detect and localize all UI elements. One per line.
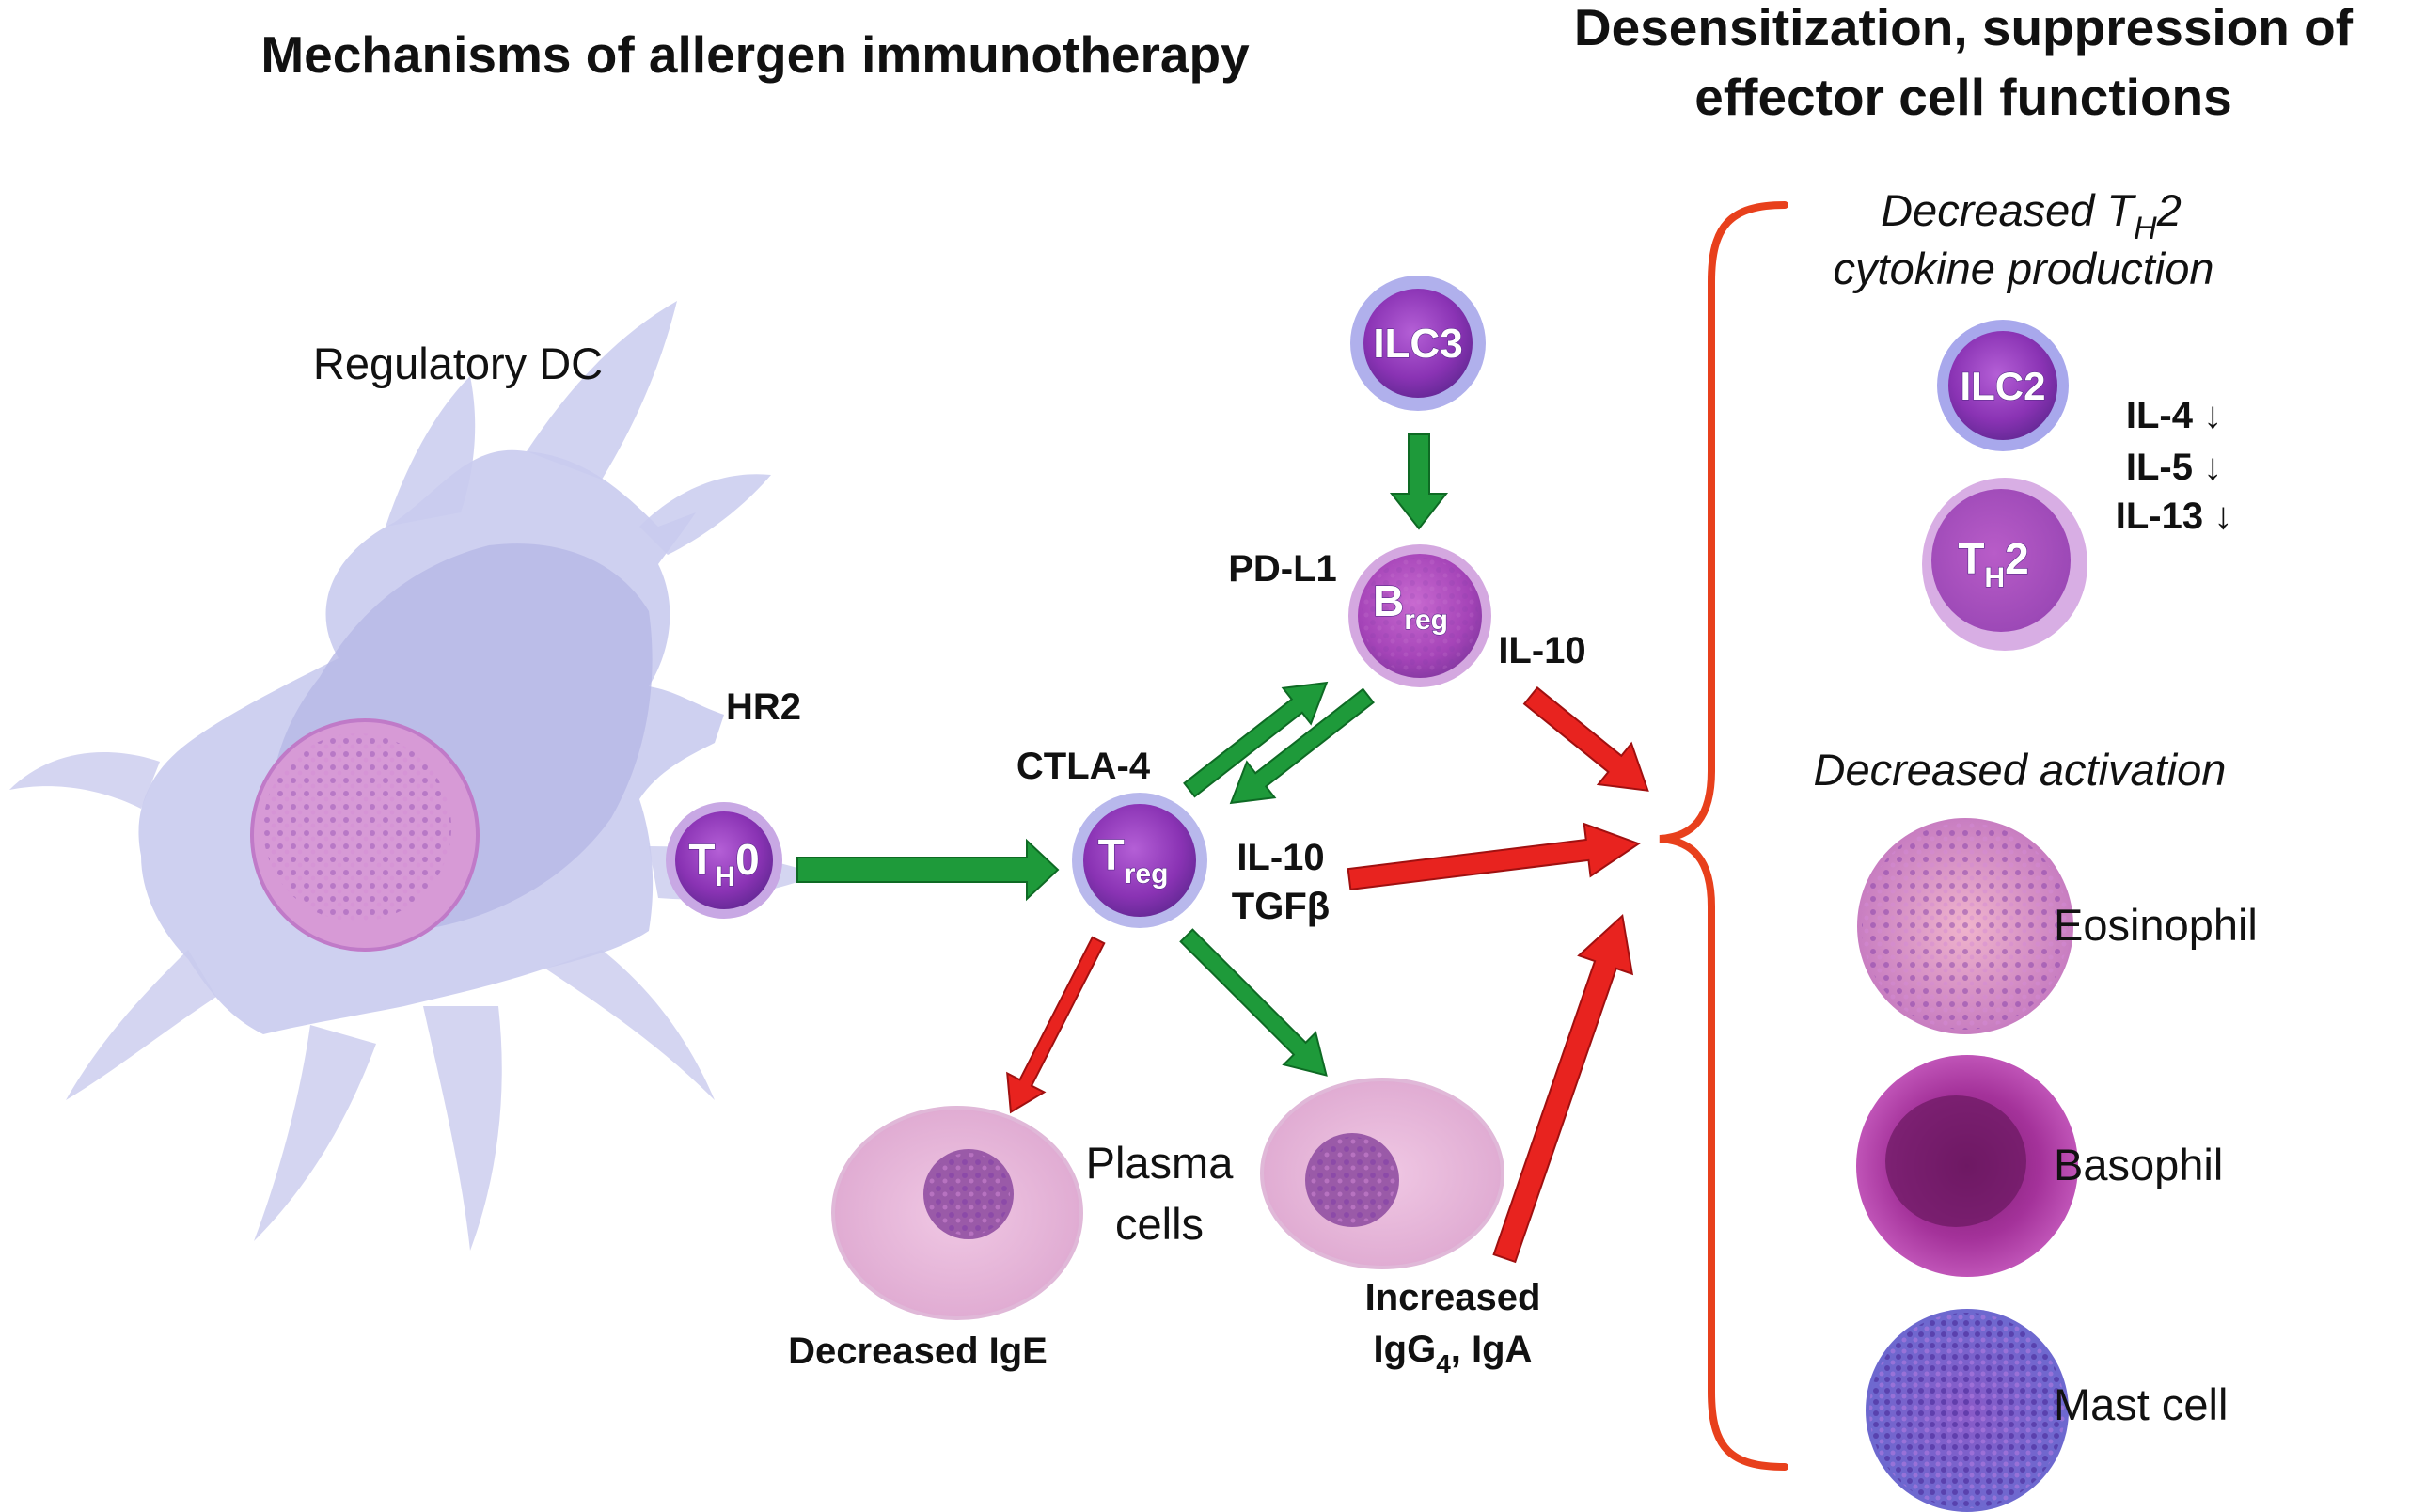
breg-label: Breg — [1373, 576, 1448, 636]
eosinophil-cell — [1857, 818, 2073, 1034]
plasma-cells-label-line1: Plasma — [1086, 1138, 1235, 1188]
th2-cell — [1922, 478, 2087, 651]
plasma-cell-left — [831, 1106, 1083, 1320]
decreased-activation-label: Decreased activation — [1814, 745, 2227, 795]
effector-brace — [1659, 201, 1788, 1471]
arrow-breg-il10-to-effector — [1522, 686, 1649, 792]
title-right-line1: Desensitization, suppression of — [1574, 0, 2354, 56]
cytokine-il13: IL-13 ↓ — [2116, 496, 2232, 537]
title-left: Mechanisms of allergen immunotherapy — [260, 25, 1250, 84]
increased-label: Increased — [1365, 1277, 1541, 1318]
decreased-th2-label-line2: cytokine production — [1834, 244, 2214, 293]
arrow-th0-to-treg — [796, 838, 1060, 902]
igg4-iga-label: IgG4, IgA — [1374, 1329, 1533, 1378]
basophil-cell — [1856, 1055, 2078, 1277]
arrow-antibodies-to-effector — [1492, 914, 1634, 1264]
th0-cell — [666, 802, 782, 919]
decreased-th2-label-line1: Decreased TH2 — [1881, 185, 2182, 246]
th2-label: TH2 — [1958, 534, 2028, 593]
decreased-ige-label: Decreased IgE — [788, 1331, 1048, 1372]
basophil-label: Basophil — [2054, 1140, 2223, 1189]
il10-breg-label: IL-10 — [1498, 630, 1585, 671]
arrow-treg-il10-to-effector — [1347, 822, 1641, 891]
arrow-treg-to-plasma-left — [1006, 936, 1106, 1114]
tgfb-label: TGFβ — [1232, 886, 1330, 927]
breg-cell — [1348, 544, 1491, 687]
pdl1-label: PD-L1 — [1228, 548, 1337, 590]
arrow-ilc3-to-breg — [1389, 433, 1449, 530]
plasma-cell-right — [1260, 1078, 1504, 1269]
ctla4-label: CTLA-4 — [1016, 746, 1151, 787]
arrow-breg-to-treg — [1229, 687, 1375, 805]
cytokine-il5: IL-5 ↓ — [2126, 447, 2222, 488]
regulatory-dc-cell — [9, 301, 818, 1251]
mast-cell-cell — [1866, 1309, 2069, 1512]
arrow-treg-to-breg — [1183, 681, 1329, 798]
treg-cell — [1072, 793, 1207, 928]
regulatory-dc-label: Regulatory DC — [313, 339, 603, 388]
title-right-line2: effector cell functions — [1694, 68, 2231, 126]
ilc3-label: ILC3 — [1373, 321, 1462, 367]
il10-treg-label: IL-10 — [1237, 837, 1324, 878]
ilc3-cell — [1350, 276, 1486, 411]
ilc2-label: ILC2 — [1960, 364, 2045, 408]
th0-label: TH0 — [688, 835, 759, 892]
arrow-treg-to-plasma-right — [1179, 928, 1328, 1077]
hr2-label: HR2 — [726, 686, 801, 728]
mast-cell-label: Mast cell — [2054, 1379, 2228, 1429]
cytokine-il4: IL-4 ↓ — [2126, 395, 2222, 436]
eosinophil-label: Eosinophil — [2054, 900, 2258, 950]
treg-label: Treg — [1098, 830, 1169, 890]
ilc2-cell — [1937, 320, 2069, 451]
plasma-cells-label-line2: cells — [1115, 1199, 1204, 1249]
